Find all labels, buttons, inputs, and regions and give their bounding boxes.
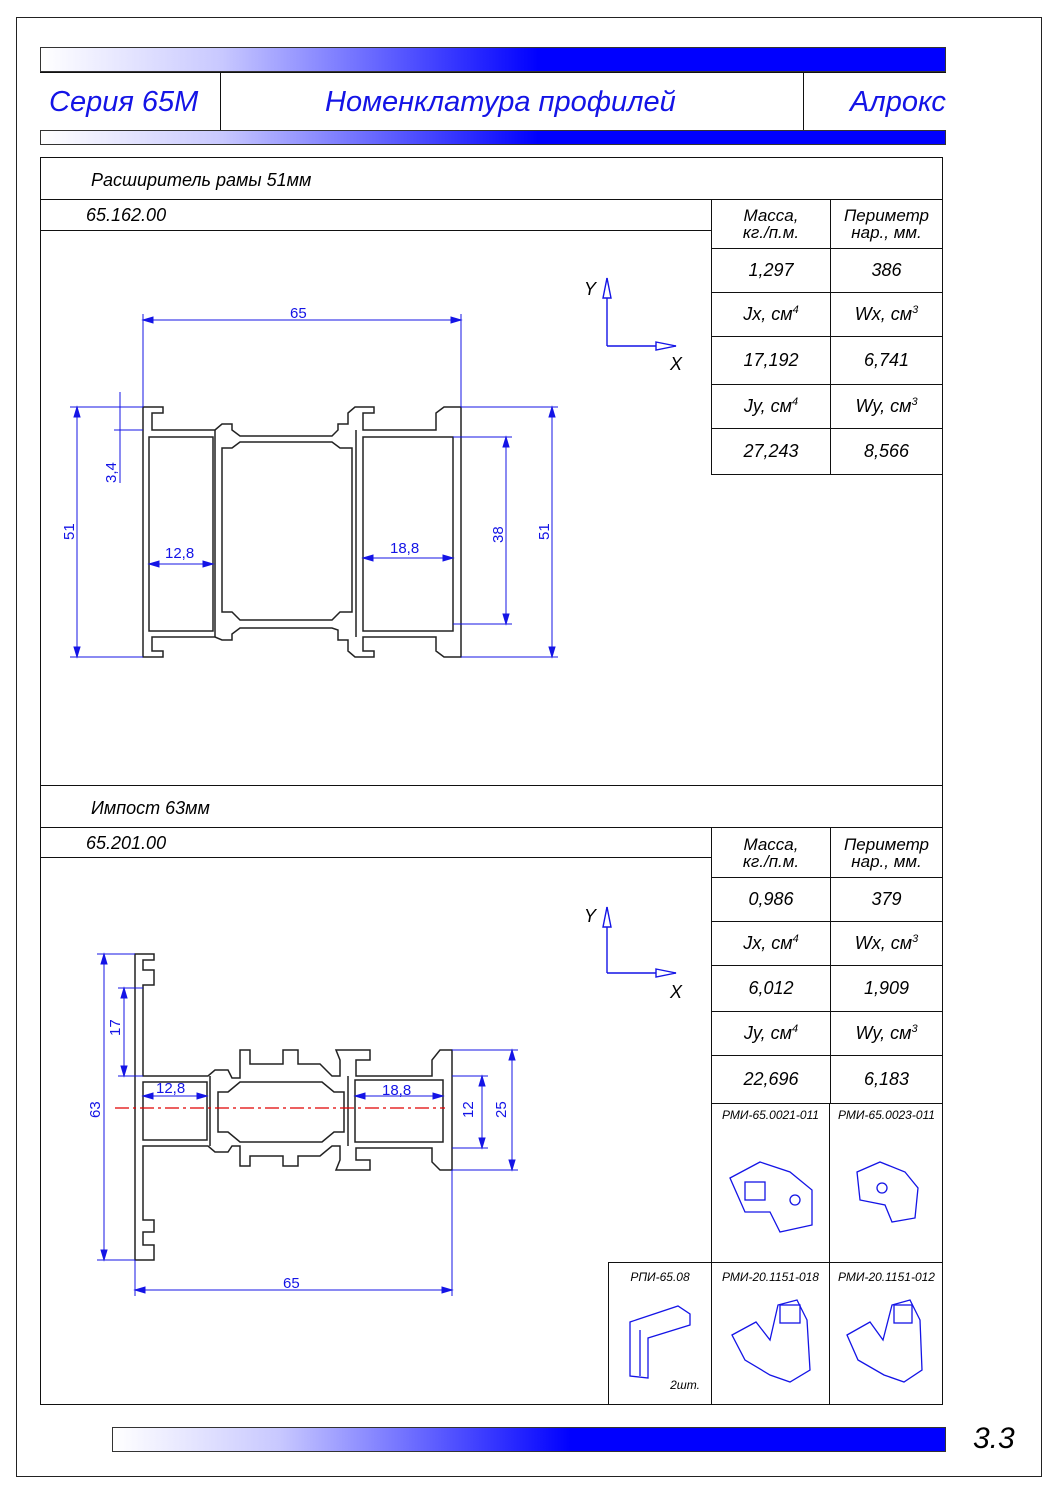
page-frame bbox=[16, 17, 1042, 1477]
section2-drawing: Y X bbox=[87, 906, 683, 1296]
axis-y-label-2: Y bbox=[584, 906, 598, 926]
jx-value-2: 6,012 bbox=[711, 965, 831, 1012]
jx-sup-2: 4 bbox=[792, 933, 799, 945]
dim-18-8-2: 18,8 bbox=[382, 1082, 411, 1099]
wy-label: Wy, см bbox=[855, 396, 912, 416]
part-label-3: РПИ-65.08 bbox=[630, 1270, 690, 1284]
wx-value: 6,741 bbox=[830, 336, 943, 385]
parts-drawings bbox=[629, 1161, 923, 1383]
perimeter-value: 386 bbox=[830, 248, 943, 293]
wx-label: Wx, см bbox=[854, 304, 913, 324]
jy-value-2: 22,696 bbox=[711, 1055, 831, 1104]
dim-12-8-2: 12,8 bbox=[156, 1080, 185, 1097]
header-top-bar bbox=[40, 47, 946, 72]
jy-label: Jy, см bbox=[743, 396, 792, 416]
wy-label-2: Wy, см bbox=[855, 1023, 912, 1043]
wy-sup-2: 3 bbox=[911, 1023, 918, 1035]
dim-65-2: 65 bbox=[283, 1275, 300, 1292]
axes-icon-2 bbox=[602, 906, 677, 978]
wy-value: 8,566 bbox=[830, 428, 943, 475]
section2-dimensions bbox=[97, 952, 518, 1296]
section1-dimensions bbox=[70, 314, 558, 659]
section2-name: Импост 63мм bbox=[91, 798, 210, 818]
page-number: 3.3 bbox=[973, 1422, 1015, 1455]
section1-drawing: Y X bbox=[61, 277, 683, 659]
axis-x-label: X bbox=[669, 354, 683, 374]
dim-51-right: 51 bbox=[536, 523, 553, 540]
main-box bbox=[40, 157, 943, 1405]
jx-label: Jx, см bbox=[743, 304, 793, 324]
dim-51-left: 51 bbox=[61, 523, 78, 540]
header-bottom-bar bbox=[40, 130, 946, 145]
mass-label: Масса, bbox=[743, 206, 799, 225]
parts-row-line bbox=[608, 1262, 943, 1263]
mass-unit: кг./п.м. bbox=[742, 223, 800, 242]
profile-65-162 bbox=[142, 406, 462, 658]
profile-65-201 bbox=[134, 953, 453, 1261]
wx-label-2: Wx, см bbox=[854, 933, 913, 953]
parts-divider-left bbox=[608, 1262, 609, 1405]
part-label-5: РМИ-20.1151-012 bbox=[838, 1270, 935, 1284]
mass-unit-2: кг./п.м. bbox=[742, 851, 800, 871]
part-label-1: РМИ-65.0021-011 bbox=[722, 1108, 819, 1122]
dim-12-8: 12,8 bbox=[165, 545, 194, 562]
part-label-2: РМИ-65.0023-011 bbox=[838, 1108, 935, 1122]
header-series: Серия 65М bbox=[49, 86, 199, 118]
footer-bar bbox=[112, 1427, 946, 1452]
wy-value-2: 6,183 bbox=[830, 1055, 943, 1104]
header-divider-right bbox=[803, 72, 804, 130]
part-label-4: РМИ-20.1151-018 bbox=[722, 1270, 819, 1284]
axes-icon bbox=[602, 277, 677, 351]
section2-code: 65.201.00 bbox=[86, 833, 167, 853]
perimeter-unit-2: нар., мм. bbox=[851, 851, 922, 871]
dim-3-4: 3,4 bbox=[103, 462, 120, 483]
header-brand: Алрокс bbox=[850, 86, 946, 118]
jy-sup: 4 bbox=[791, 396, 799, 408]
section2-top-line bbox=[40, 785, 943, 786]
dim-18-8: 18,8 bbox=[390, 540, 419, 557]
part-note: 2шт. bbox=[670, 1378, 700, 1392]
wy-sup: 3 bbox=[911, 396, 918, 408]
part-2-icon bbox=[856, 1161, 919, 1223]
dim-12: 12 bbox=[460, 1101, 477, 1118]
jy-value: 27,243 bbox=[711, 428, 831, 475]
jx-sup: 4 bbox=[792, 304, 799, 316]
part-3-icon bbox=[629, 1305, 691, 1379]
section1-code: 65.162.00 bbox=[86, 205, 167, 225]
section1-name: Расширитель рамы 51мм bbox=[91, 170, 312, 190]
mass-label-2: Масса, bbox=[743, 834, 799, 854]
jy-sup-2: 4 bbox=[791, 1023, 799, 1035]
dim-25: 25 bbox=[493, 1101, 510, 1118]
dim-38: 38 bbox=[490, 526, 507, 543]
jy-label-2: Jy, см bbox=[743, 1023, 792, 1043]
section2-code-line bbox=[40, 857, 712, 858]
mass-value: 1,297 bbox=[711, 248, 831, 293]
part-4-icon bbox=[731, 1299, 811, 1383]
dim-17: 17 bbox=[107, 1019, 124, 1036]
section1-name-line bbox=[40, 199, 943, 200]
part-5-icon bbox=[846, 1299, 923, 1383]
header-line bbox=[40, 72, 946, 73]
axis-y-label: Y bbox=[584, 279, 598, 299]
header-divider-left bbox=[220, 72, 221, 130]
wx-sup-2: 3 bbox=[912, 933, 919, 945]
jx-label-2: Jx, см bbox=[743, 933, 793, 953]
header-title: Номенклатура профилей bbox=[325, 86, 676, 118]
dim-63: 63 bbox=[87, 1101, 104, 1118]
dim-65: 65 bbox=[290, 305, 307, 322]
part-1-icon bbox=[729, 1161, 813, 1233]
perimeter-label: Периметр bbox=[843, 206, 930, 225]
perimeter-label-2: Периметр bbox=[843, 834, 930, 854]
parts-divider-1 bbox=[829, 1103, 830, 1405]
perimeter-unit: нар., мм. bbox=[851, 223, 922, 242]
parts-divider-0 bbox=[711, 1103, 712, 1405]
wx-sup: 3 bbox=[912, 304, 919, 316]
axis-x-label-2: X bbox=[669, 982, 683, 1002]
section2-name-line bbox=[40, 827, 943, 828]
section1-code-line bbox=[40, 230, 712, 231]
